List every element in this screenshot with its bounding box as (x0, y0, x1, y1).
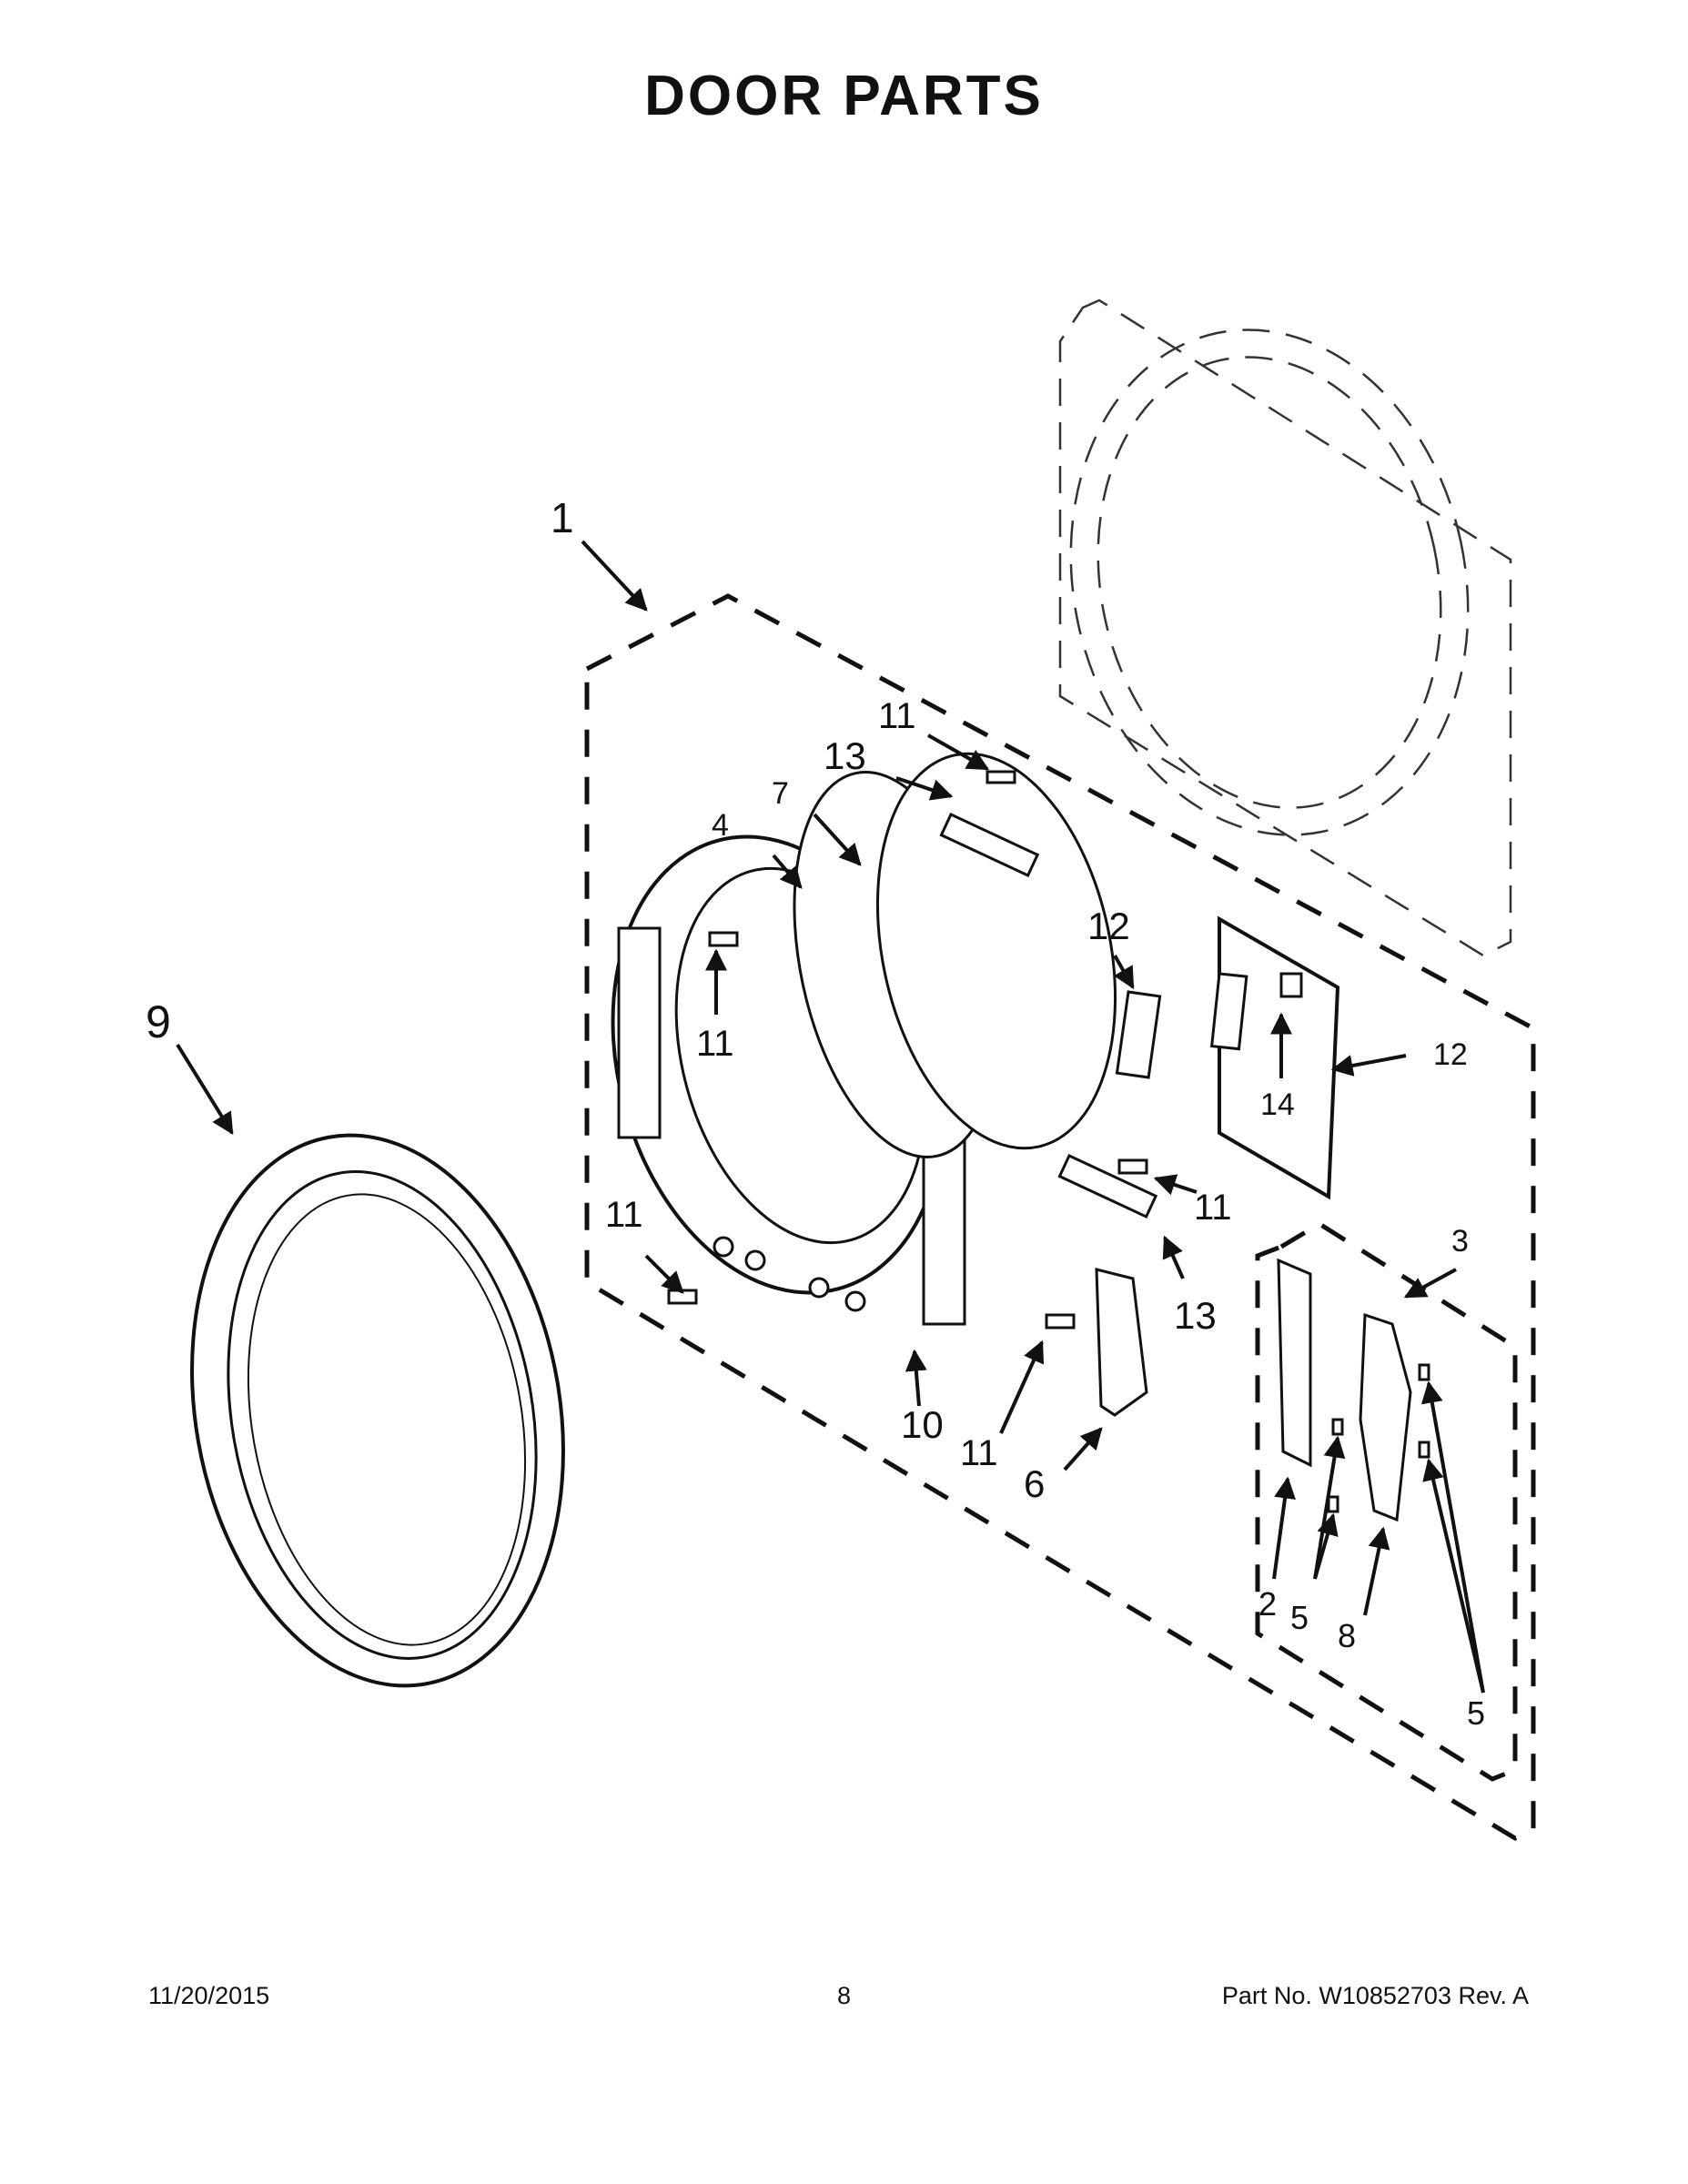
callout-5-left: 5 (1290, 1599, 1309, 1636)
strike-inset-part (1209, 972, 1248, 1051)
callout-11-right: 11 (1194, 1188, 1232, 1228)
cabinet-front-outline (1058, 298, 1512, 957)
callout-13-bottom: 13 (1174, 1294, 1217, 1337)
callout-10: 10 (901, 1403, 944, 1446)
callout-11-frame: 11 (696, 1024, 734, 1064)
callout-3: 3 (1451, 1224, 1469, 1259)
strike-inset-box (1218, 915, 1340, 1200)
callout-11-left: 11 (605, 1195, 643, 1235)
hinge (1359, 1312, 1412, 1522)
lower-hinge-plate (1057, 1154, 1158, 1219)
footer-part-number: Part No. W10852703 Rev. A (1221, 1982, 1529, 2009)
hinge-kit-group-outline (1255, 1221, 1518, 1782)
screw (1117, 1158, 1148, 1175)
callout-9: 9 (146, 996, 171, 1047)
screw (986, 770, 1016, 784)
callout-1: 1 (551, 494, 574, 541)
hinge-pin (1327, 1495, 1339, 1513)
callout-13-top: 13 (824, 734, 866, 777)
screw (667, 1289, 698, 1305)
page-title: DOOR PARTS (644, 65, 1044, 127)
hinge-pin (1418, 1441, 1430, 1459)
callout-12-inset: 12 (1433, 1037, 1468, 1072)
hinge-pin (1418, 1363, 1430, 1381)
upper-hinge-plate (939, 813, 1040, 878)
callout-11-handle: 11 (960, 1433, 998, 1473)
callout-11-top: 11 (878, 696, 916, 736)
hinge-pin (1331, 1418, 1344, 1436)
hinge-bracket (1277, 1258, 1312, 1468)
screw (708, 931, 739, 947)
leader-lines (176, 540, 1485, 1694)
callout-14: 14 (1260, 1087, 1295, 1122)
callout-numbers: 1 9 4 7 13 11 11 12 12 14 11 3 11 13 10 … (146, 494, 1485, 1732)
door-glass (875, 752, 1117, 1150)
callout-2: 2 (1258, 1585, 1277, 1623)
callout-8: 8 (1338, 1617, 1356, 1654)
footer-date: 11/20/2015 (148, 1982, 270, 2009)
callout-12-strike: 12 (1087, 905, 1130, 947)
outer-door-ring (190, 1133, 565, 1688)
screw (1045, 1313, 1076, 1330)
door-switch (1279, 972, 1303, 998)
door-handle (1095, 1268, 1148, 1417)
footer-page-number: 8 (836, 1982, 852, 2009)
callout-4: 4 (712, 808, 729, 843)
callout-7: 7 (772, 776, 789, 811)
door-strike (1115, 990, 1162, 1079)
callout-6: 6 (1024, 1462, 1045, 1505)
door-assembly-group-outline (584, 593, 1536, 1841)
callout-5-right: 5 (1467, 1694, 1485, 1732)
